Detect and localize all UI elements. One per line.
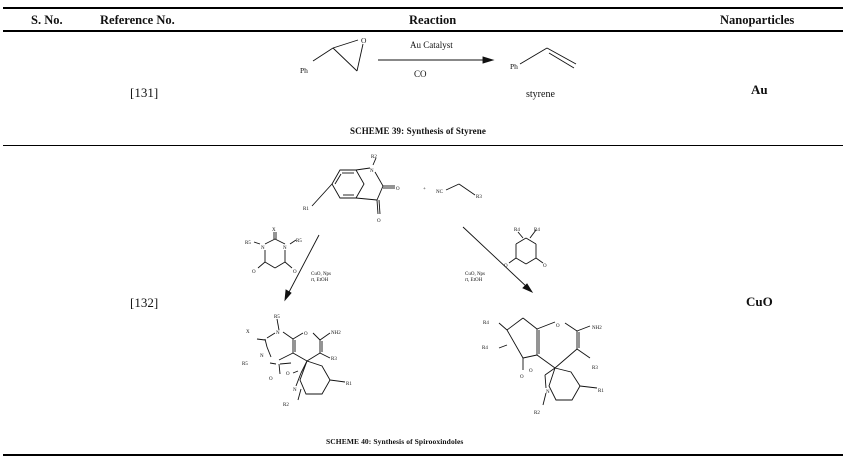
dimedone-o2: O [543, 264, 547, 269]
dimedone-o1: O [504, 264, 508, 269]
rp-o-lactam: O [529, 369, 533, 374]
epoxide-oxygen-label: O [361, 36, 367, 45]
rp-r4b: R4 [482, 346, 488, 351]
lp-nh2: NH2 [331, 331, 341, 336]
barb-r5b: R5 [296, 239, 302, 244]
scheme-caption: SCHEME 39: Synthesis of Styrene [350, 126, 486, 136]
header-s-no: S. No. [31, 13, 63, 27]
top-rule [3, 7, 843, 9]
header-nanoparticles: Nanoparticles [720, 13, 795, 27]
rp-n: N [546, 390, 550, 395]
rp-r2: R2 [534, 411, 540, 416]
lp-n1: N [276, 331, 280, 336]
isatin-r2: R2 [371, 155, 377, 160]
lp-n2: N [260, 354, 264, 359]
rp-r3: R3 [592, 366, 598, 371]
left-condition-1: CuO, Nps [311, 272, 331, 277]
rp-nh2: NH2 [592, 326, 602, 331]
scheme-caption: SCHEME 40: Synthesis of Spirooxindoles [326, 437, 464, 446]
isatin-r1: R1 [303, 207, 309, 212]
header-reference: Reference No. [100, 13, 175, 27]
left-reaction-arrow [284, 234, 320, 302]
barb-x: X [272, 228, 276, 233]
lp-o-c4: O [269, 377, 273, 382]
isatin-structure [311, 157, 395, 215]
dimedone-structure [508, 229, 544, 265]
lp-r1: R1 [346, 382, 352, 387]
row-divider [3, 145, 843, 146]
nitrile-r3: R3 [476, 195, 482, 200]
barbiturate-structure [253, 232, 297, 269]
right-reaction-arrow [462, 226, 534, 294]
dimedone-r4b: R4 [534, 228, 540, 233]
rp-r4a: R4 [483, 321, 489, 326]
condition-gas: CO [414, 69, 427, 79]
header-reaction: Reaction [409, 13, 457, 27]
lp-x: X [246, 330, 250, 335]
nanoparticle-cell: CuO [746, 294, 773, 309]
lp-n3: N [293, 388, 297, 393]
header-rule [3, 30, 843, 32]
lp-r2: R2 [283, 403, 289, 408]
lp-r5-side: R5 [242, 362, 248, 367]
nitrile-nc: NC [436, 190, 444, 195]
plus-sign: + [423, 187, 426, 192]
styrene-structure [519, 47, 577, 69]
epoxide-structure [312, 39, 364, 72]
barb-o1: O [252, 270, 256, 275]
nitrile-structure [445, 183, 476, 196]
rp-r1: R1 [598, 389, 604, 394]
reaction-arrow [378, 56, 495, 64]
right-condition-2: rt, EtOH [465, 278, 483, 283]
left-product-structure [256, 318, 346, 401]
barb-n2: N [283, 246, 287, 251]
isatin-o2: O [377, 219, 381, 224]
lp-o-lactam: O [286, 372, 290, 377]
dimedone-r4a: R4 [514, 228, 520, 233]
rp-o-ring: O [556, 324, 560, 329]
left-condition-2: rt, EtOH [311, 278, 329, 283]
product-ph-label: Ph [510, 62, 518, 71]
lp-r5-top: R5 [274, 315, 280, 320]
isatin-n: N [370, 169, 374, 174]
nanoparticle-cell: Au [751, 82, 768, 97]
isatin-o1: O [396, 187, 400, 192]
reactant-ph-label: Ph [300, 66, 308, 75]
bottom-rule [3, 454, 843, 456]
rp-o-ketone: O [520, 375, 524, 380]
lp-r3: R3 [331, 357, 337, 362]
reference-cell: [132] [130, 295, 159, 310]
lp-o-ring: O [304, 332, 308, 337]
barb-n1: N [261, 246, 265, 251]
barb-o2: O [293, 270, 297, 275]
product-name: styrene [526, 89, 555, 100]
reference-cell: [131] [130, 85, 159, 100]
right-product-structure [498, 317, 598, 406]
right-condition-1: CuO, Nps [465, 272, 485, 277]
barb-r5a: R5 [245, 241, 251, 246]
condition-catalyst: Au Catalyst [410, 40, 453, 50]
